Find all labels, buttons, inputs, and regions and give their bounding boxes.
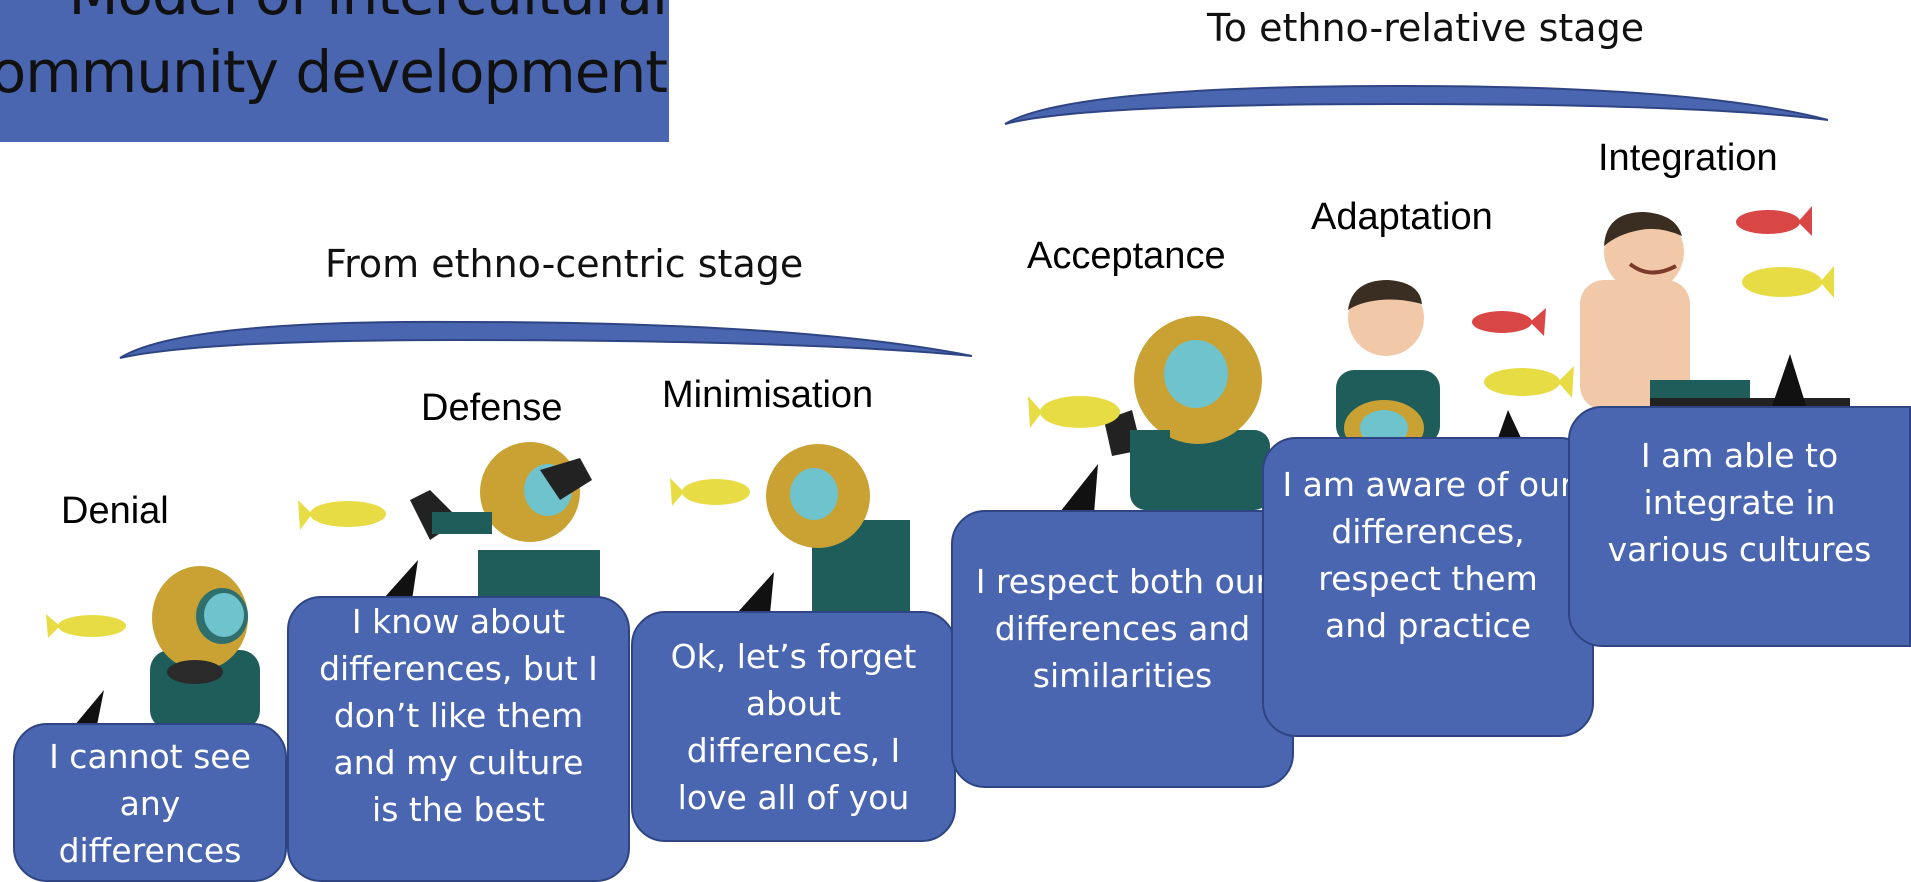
denial-fish: [46, 614, 126, 638]
minimisation-figure: [766, 444, 910, 614]
quote-bubble-minimisation: Ok, let’s forget about differences, I lo…: [631, 611, 956, 842]
stage-name-acceptance: Acceptance: [1027, 235, 1226, 277]
acceptance-figure: [1104, 316, 1270, 510]
stage-name-defense: Defense: [421, 387, 563, 429]
title-box: Model of intercultural community develop…: [0, 0, 669, 142]
denial-figure: [150, 566, 260, 730]
quote-bubble-adaptation: I am aware of our differences, respect t…: [1262, 437, 1594, 737]
stage-name-integration: Integration: [1598, 137, 1778, 179]
minimisation-pointer: [738, 572, 774, 614]
quote-text-integration: I am able to integrate in various cultur…: [1607, 436, 1872, 569]
integration-figure: [1580, 212, 1850, 412]
brace-ethnorelative: [1004, 84, 1829, 125]
integration-pointer: [1770, 354, 1808, 412]
quote-bubble-denial: I cannot see any differences: [13, 723, 287, 882]
title-line-2: community development: [0, 38, 668, 106]
stage-name-denial: Denial: [61, 490, 169, 532]
quote-text-minimisation: Ok, let’s forget about differences, I lo…: [670, 637, 917, 817]
brace-ethnocentric: [119, 320, 973, 359]
acceptance-pointer: [1060, 464, 1098, 514]
acceptance-fish: [1028, 396, 1120, 428]
title-line-1: Model of intercultural: [68, 0, 668, 28]
defense-figure: [410, 442, 600, 600]
quote-text-defense: I know about differences, but I don’t li…: [319, 602, 598, 829]
quote-bubble-defense: I know about differences, but I don’t li…: [287, 596, 630, 882]
integration-fish-yellow: [1742, 266, 1834, 298]
adaptation-figure: [1336, 280, 1440, 456]
quote-text-denial: I cannot see any differences: [49, 737, 251, 870]
adaptation-fish-yellow: [1484, 366, 1574, 398]
denial-pointer: [74, 690, 104, 730]
stage-name-adaptation: Adaptation: [1311, 196, 1493, 238]
quote-text-acceptance: I respect both our differences and simil…: [975, 562, 1270, 695]
adaptation-pointer: [1498, 410, 1522, 440]
quote-text-adaptation: I am aware of our differences, respect t…: [1282, 465, 1574, 645]
ethnorelative-caption: To ethno-relative stage: [1207, 6, 1645, 50]
quote-bubble-integration: I am able to integrate in various cultur…: [1568, 406, 1911, 647]
integration-fish-red: [1736, 206, 1812, 236]
defense-pointer: [384, 560, 418, 600]
adaptation-fish-red: [1472, 308, 1546, 336]
quote-bubble-acceptance: I respect both our differences and simil…: [951, 510, 1294, 788]
defense-fish: [298, 500, 386, 530]
stage-name-minimisation: Minimisation: [662, 374, 874, 416]
ethnocentric-caption: From ethno-centric stage: [325, 242, 804, 286]
minimisation-fish: [670, 478, 750, 506]
